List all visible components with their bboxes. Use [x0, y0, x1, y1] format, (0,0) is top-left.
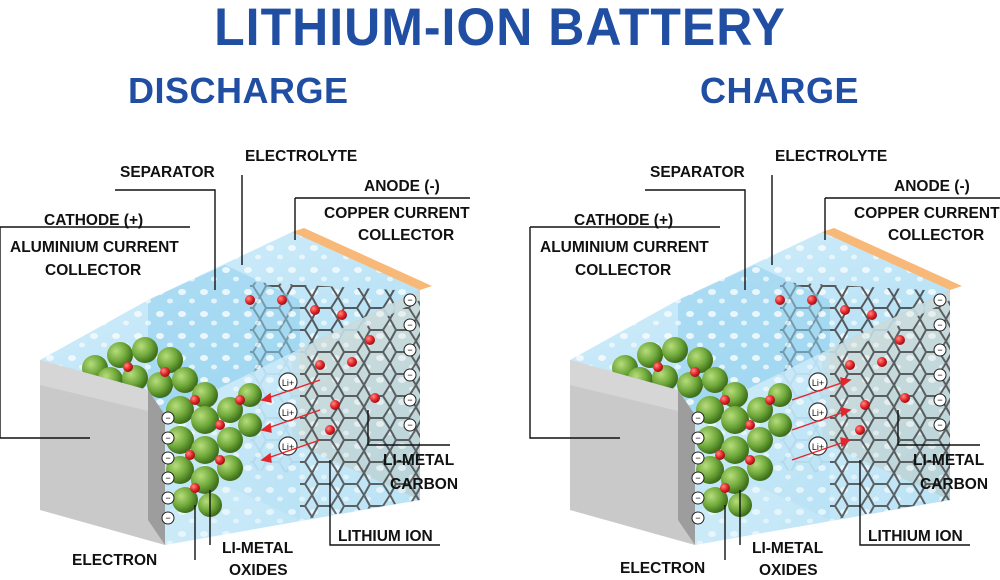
- charge-electron-label: ELECTRON: [620, 560, 706, 577]
- charge-li-metal-oxides-1: LI-METAL: [752, 540, 824, 557]
- charge-copper-label-1: COPPER CURRENT: [854, 205, 1000, 222]
- charge-aluminium-label-1: ALUMINIUM CURRENT: [540, 239, 709, 256]
- discharge-separator-label: SEPARATOR: [120, 164, 215, 181]
- charge-heading: CHARGE: [700, 70, 860, 111]
- discharge-aluminium-label-1: ALUMINIUM CURRENT: [10, 239, 179, 256]
- charge-copper-label-2: COLLECTOR: [888, 227, 985, 244]
- charge-cathode-label: CATHODE (+): [574, 212, 674, 229]
- discharge-electrolyte-label: ELECTROLYTE: [245, 148, 358, 165]
- charge-separator-label: SEPARATOR: [650, 164, 745, 181]
- discharge-li-metal-oxides-1: LI-METAL: [222, 540, 294, 557]
- discharge-electron-label: ELECTRON: [72, 552, 158, 569]
- discharge-li-metal-oxides-2: OXIDES: [229, 562, 288, 579]
- charge-aluminium-label-2: COLLECTOR: [575, 262, 672, 279]
- discharge-cathode-label: CATHODE (+): [44, 212, 144, 229]
- discharge-li-metal-carbon-1: LI-METAL: [383, 452, 455, 469]
- charge-ion-arrows: [791, 377, 852, 461]
- discharge-copper-label-2: COLLECTOR: [358, 227, 455, 244]
- charge-li-metal-oxides-2: OXIDES: [759, 562, 818, 579]
- charge-li-metal-carbon-1: LI-METAL: [913, 452, 985, 469]
- charge-lithium-ion-label: LITHIUM ION: [868, 528, 963, 545]
- discharge-copper-label-1: COPPER CURRENT: [324, 205, 470, 222]
- page-title: LITHIUM-ION BATTERY: [214, 0, 786, 57]
- charge-li-metal-carbon-2: CARBON: [920, 476, 989, 493]
- charge-anode-label: ANODE (-): [894, 178, 970, 195]
- charge-electrolyte-label: ELECTROLYTE: [775, 148, 888, 165]
- discharge-heading: DISCHARGE: [128, 70, 349, 111]
- discharge-aluminium-label-2: COLLECTOR: [45, 262, 142, 279]
- discharge-anode-label: ANODE (-): [364, 178, 440, 195]
- discharge-ion-arrows: [260, 379, 321, 463]
- discharge-lithium-ion-label: LITHIUM ION: [338, 528, 433, 545]
- discharge-li-metal-carbon-2: CARBON: [390, 476, 459, 493]
